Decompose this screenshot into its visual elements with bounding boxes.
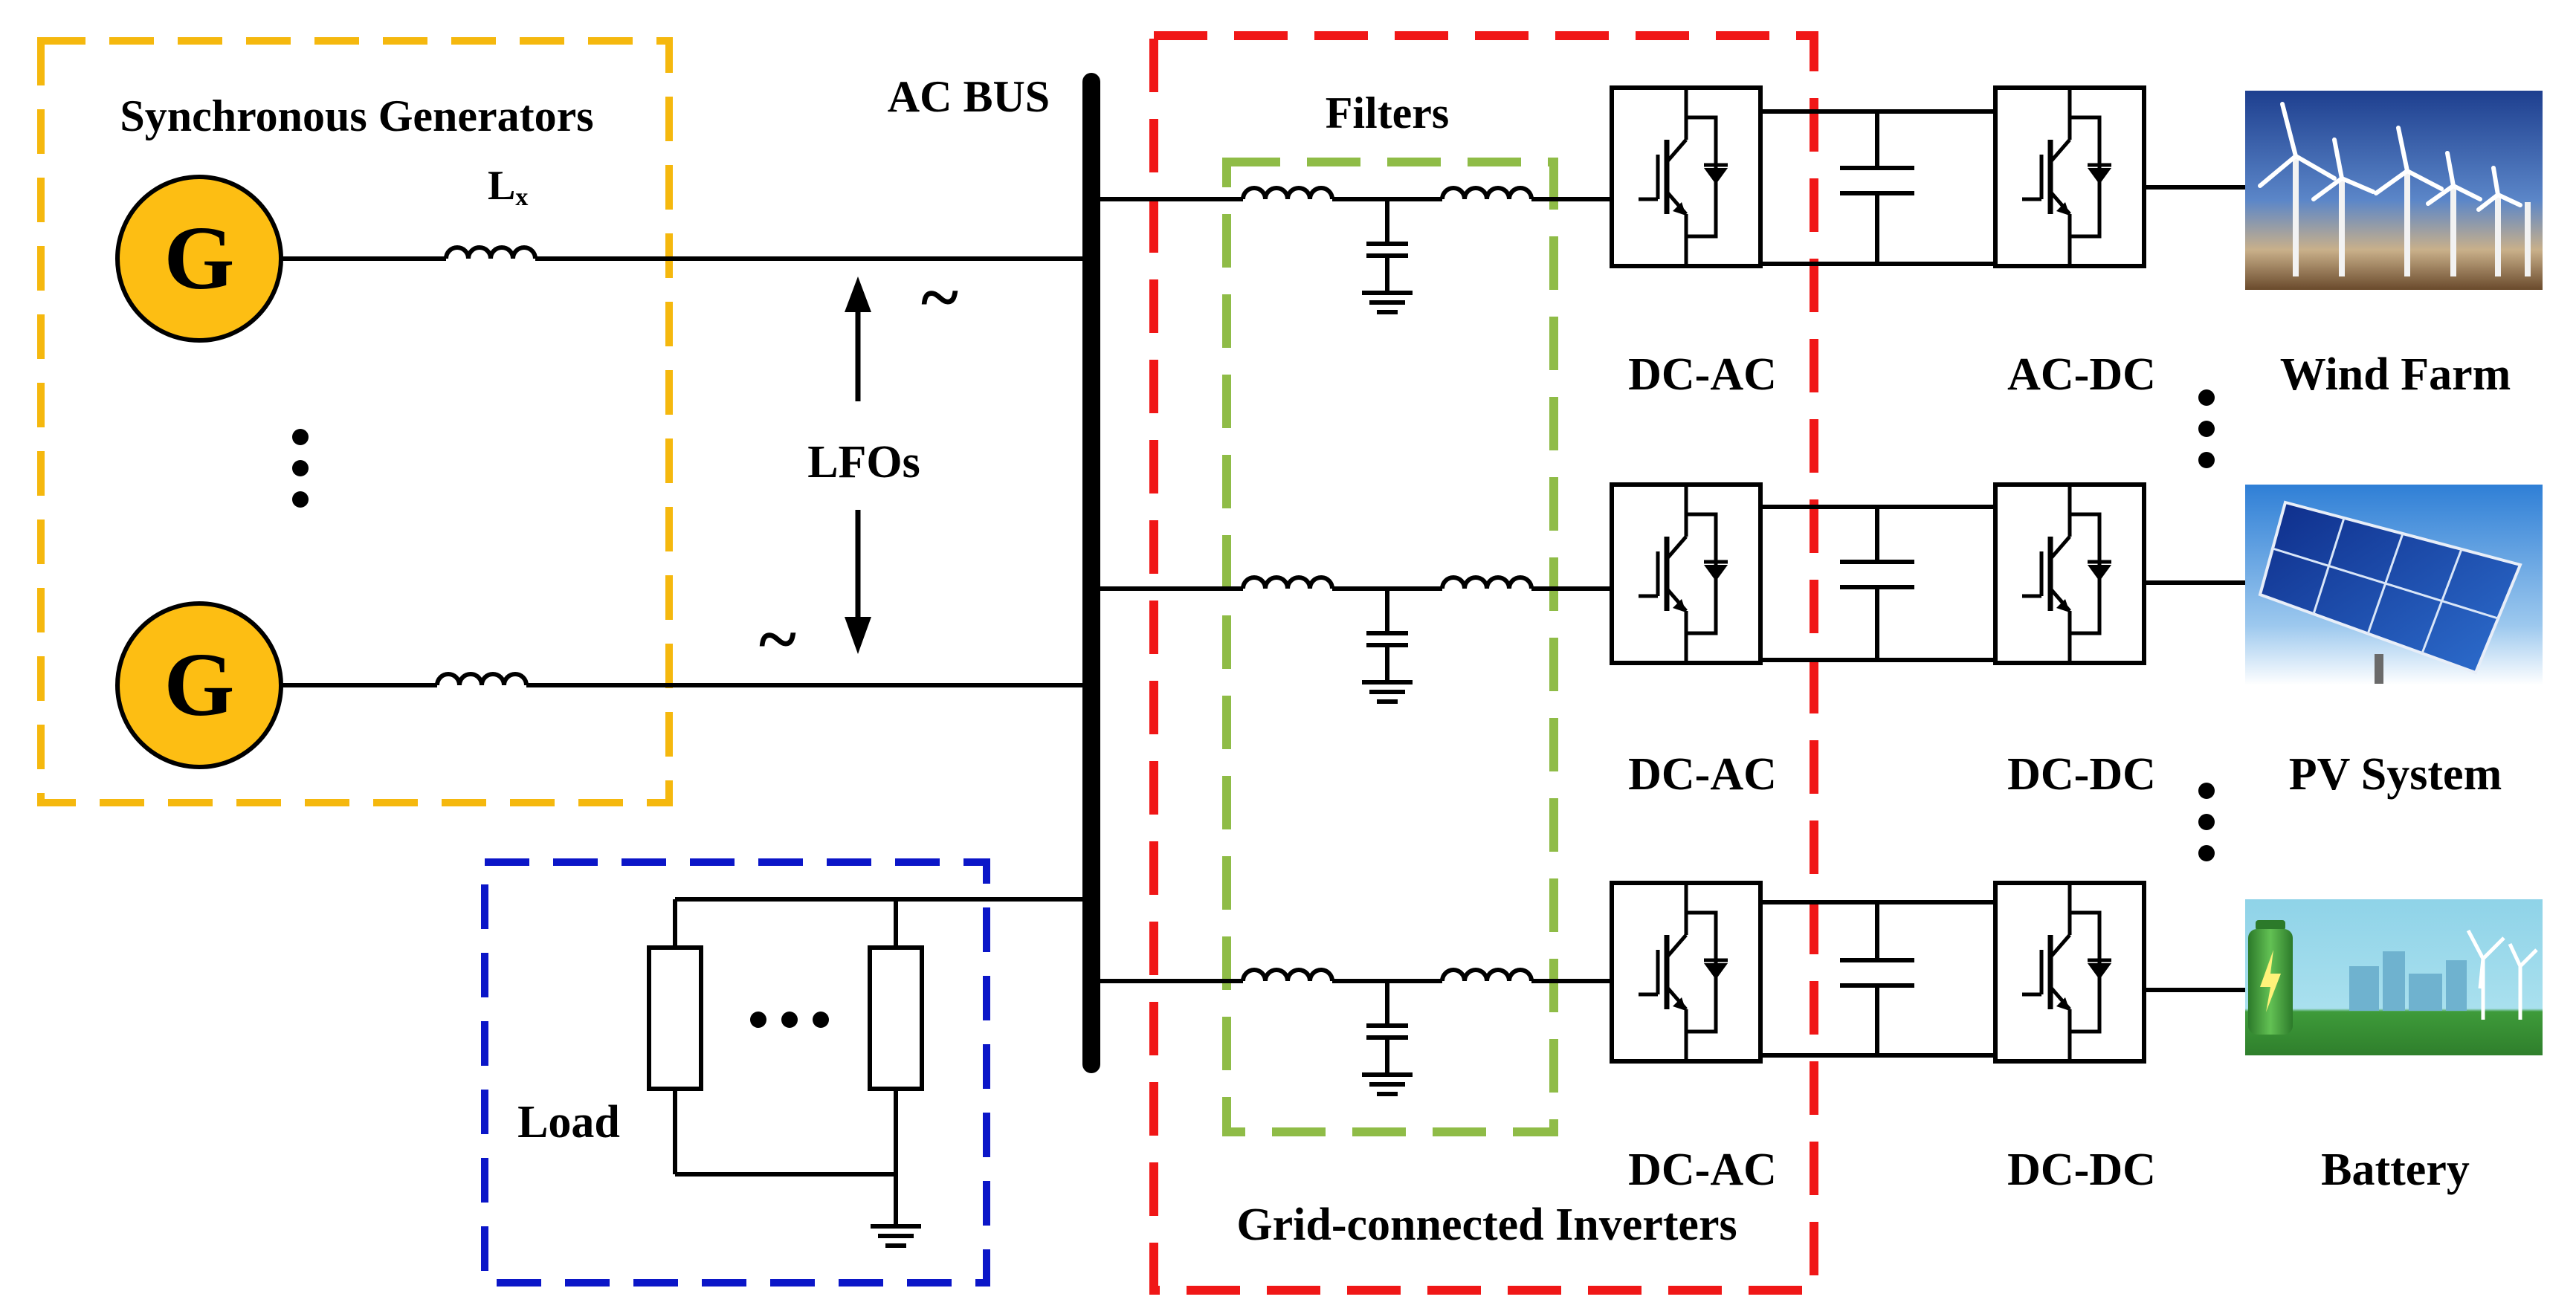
conv2-label-1: AC-DC bbox=[2007, 349, 2156, 400]
filters-label: Filters bbox=[1326, 88, 1450, 137]
acdc-converter-1 bbox=[1995, 88, 2144, 266]
sync-generators-label: Synchronous Generators bbox=[120, 91, 593, 140]
sync-generators-border bbox=[37, 37, 673, 806]
battery-image bbox=[2245, 899, 2543, 1055]
source-label-1: Wind Farm bbox=[2280, 349, 2511, 400]
source-ellipsis-dot bbox=[2198, 783, 2215, 799]
inductor-lx-label: Lx bbox=[488, 163, 528, 211]
inverters-border bbox=[1149, 31, 1818, 1295]
generator-ellipsis-dot bbox=[292, 429, 309, 445]
load-label: Load bbox=[517, 1097, 620, 1148]
ac-bus-label: AC BUS bbox=[888, 72, 1050, 121]
load-border bbox=[481, 858, 990, 1287]
load-ellipsis-dot bbox=[813, 1012, 829, 1028]
source-label-3: Battery bbox=[2321, 1145, 2470, 1195]
generator-ellipsis-dot bbox=[292, 460, 309, 476]
load-ellipsis-dot bbox=[781, 1012, 798, 1028]
pv-system-image bbox=[2245, 485, 2543, 685]
conv2-label-2: DC-DC bbox=[2007, 749, 2156, 800]
wind-farm-image bbox=[2245, 91, 2543, 290]
tilde-lower: ~ bbox=[759, 599, 796, 679]
source-ellipsis-dot bbox=[2198, 814, 2215, 830]
dcac-inverter-2 bbox=[1612, 485, 1760, 663]
dcac-inverter-1 bbox=[1612, 88, 1760, 266]
inductor-lx bbox=[446, 247, 535, 259]
source-ellipsis-dot bbox=[2198, 845, 2215, 861]
branch-pv bbox=[1091, 485, 2245, 702]
generator-1-symbol: G bbox=[164, 208, 235, 308]
load-ellipsis-dot bbox=[750, 1012, 766, 1028]
load-resistor-2 bbox=[868, 945, 924, 1091]
inductor-g2 bbox=[437, 674, 526, 685]
dcac-label-2: DC-AC bbox=[1628, 749, 1777, 800]
filters-border bbox=[1222, 158, 1558, 1136]
filter-capacitor bbox=[1362, 589, 1413, 702]
dcac-label-1: DC-AC bbox=[1628, 349, 1777, 400]
source-label-2: PV System bbox=[2289, 749, 2502, 800]
dcac-label-3: DC-AC bbox=[1628, 1145, 1777, 1195]
source-ellipsis-dot bbox=[2198, 421, 2215, 437]
generator-2-symbol: G bbox=[164, 635, 235, 735]
arrow-down-icon bbox=[845, 617, 871, 654]
filter-capacitor bbox=[1362, 981, 1413, 1094]
load-resistor-1 bbox=[647, 945, 703, 1091]
branch-wind bbox=[1091, 88, 2245, 312]
conv2-label-3: DC-DC bbox=[2007, 1145, 2156, 1195]
load-ground-icon bbox=[871, 1226, 921, 1246]
arrow-up-icon bbox=[845, 276, 871, 312]
dcac-inverter-3 bbox=[1612, 883, 1760, 1061]
dcdc-converter-2 bbox=[1995, 485, 2144, 663]
generator-ellipsis-dot bbox=[292, 491, 309, 508]
branch-battery bbox=[1091, 883, 2245, 1094]
source-ellipsis-dot bbox=[2198, 452, 2215, 468]
dcdc-converter-3 bbox=[1995, 883, 2144, 1061]
filter-capacitor bbox=[1362, 199, 1413, 312]
grid-inverters-label: Grid-connected Inverters bbox=[1236, 1200, 1737, 1250]
tilde-upper: ~ bbox=[921, 257, 958, 337]
source-ellipsis-dot bbox=[2198, 389, 2215, 406]
lfos-label: LFOs bbox=[807, 437, 920, 488]
